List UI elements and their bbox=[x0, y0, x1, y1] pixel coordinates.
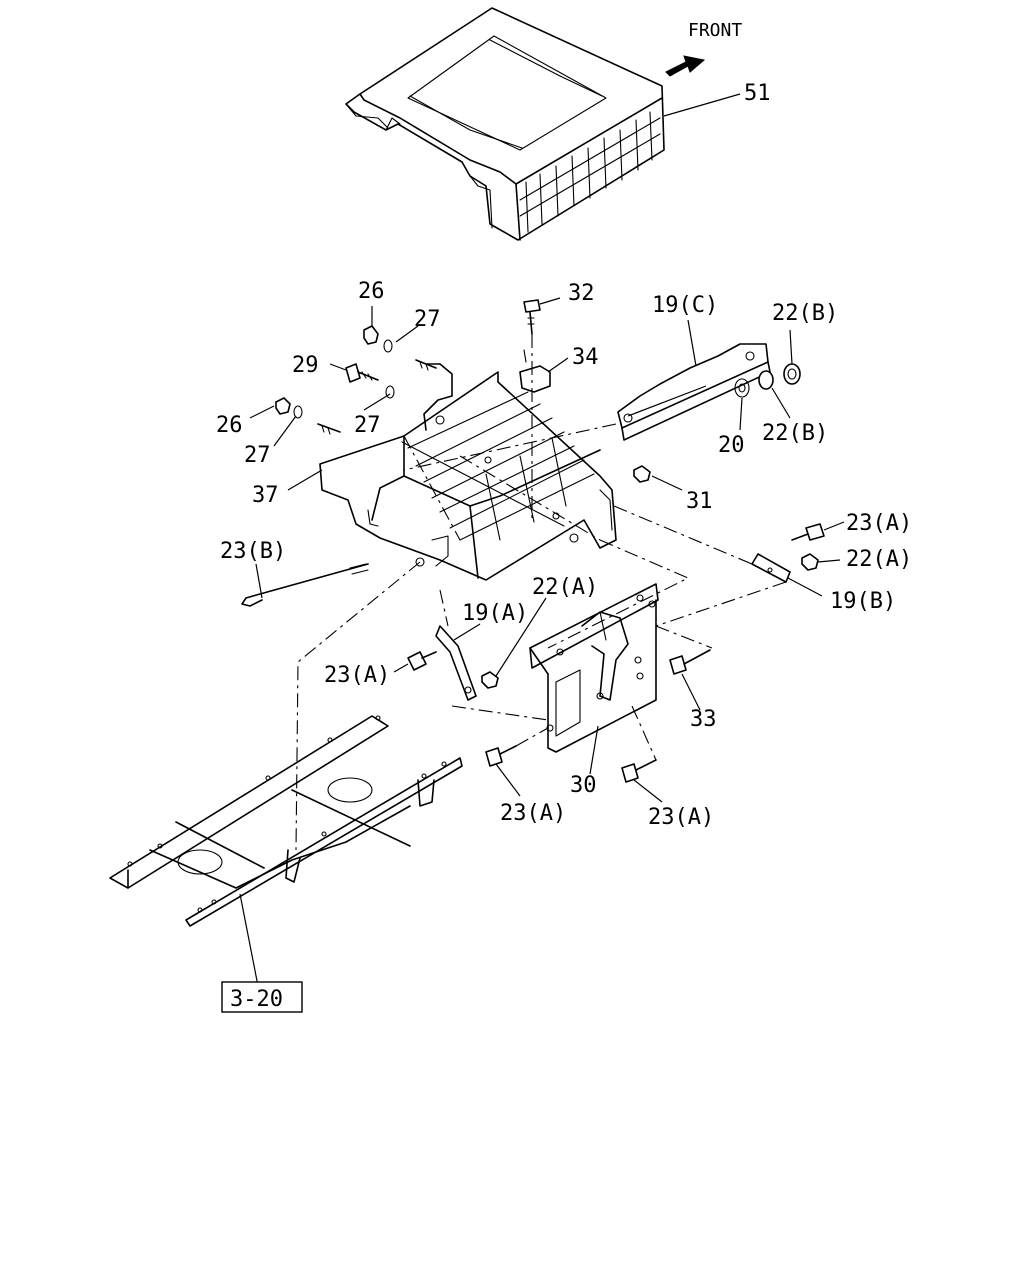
bolt-23a3-icon bbox=[485, 745, 517, 767]
bolt-23a4-icon bbox=[621, 759, 657, 783]
callout-32: 32 bbox=[568, 281, 595, 306]
callout-26-top: 26 bbox=[358, 279, 385, 304]
front-arrow-icon bbox=[665, 55, 706, 77]
front-label: FRONT bbox=[688, 20, 742, 41]
callout-22a-mid: 22(A) bbox=[532, 575, 598, 600]
callout-22a-right: 22(A) bbox=[846, 547, 912, 572]
vehicle-frame bbox=[109, 715, 463, 927]
washer-27a-icon bbox=[383, 339, 393, 353]
callout-26-left: 26 bbox=[216, 413, 243, 438]
assembly-lines bbox=[295, 423, 787, 851]
nut-31-icon bbox=[633, 465, 651, 483]
bolt-23a1-icon bbox=[791, 523, 825, 541]
bracket-19b bbox=[751, 553, 791, 583]
battery-tray bbox=[319, 363, 617, 581]
stud-left-icon bbox=[317, 423, 341, 435]
tie-rod-23b bbox=[241, 563, 369, 607]
battery-cover bbox=[345, 7, 665, 241]
callout-30: 30 bbox=[570, 773, 597, 798]
washer-27b-icon bbox=[293, 405, 303, 419]
leader-lines bbox=[239, 93, 845, 987]
nut-22a2-icon bbox=[481, 671, 499, 689]
callout-27-left: 27 bbox=[244, 443, 271, 468]
callout-33: 33 bbox=[690, 707, 717, 732]
callout-23a-bottom-left: 23(A) bbox=[500, 801, 566, 826]
callout-23a-right: 23(A) bbox=[846, 511, 912, 536]
callout-22b-top: 22(B) bbox=[772, 301, 838, 326]
washer-27c-icon bbox=[385, 385, 395, 399]
callout-27-mid: 27 bbox=[354, 413, 381, 438]
nut-22b-outer-icon bbox=[783, 363, 801, 385]
ref-box-label: 3-20 bbox=[230, 987, 283, 1012]
bracket-19a bbox=[435, 625, 477, 701]
bolt-32-icon bbox=[523, 299, 541, 335]
callout-34: 34 bbox=[572, 345, 599, 370]
bolt-33-icon bbox=[669, 649, 711, 675]
bracket-19c bbox=[617, 343, 771, 441]
nut-22b-inner-icon bbox=[758, 370, 774, 390]
bracket-34 bbox=[519, 349, 551, 393]
callout-20: 20 bbox=[718, 433, 745, 458]
callout-22b-bottom: 22(B) bbox=[762, 421, 828, 446]
callout-19a: 19(A) bbox=[462, 601, 528, 626]
callout-23a-bottom-right: 23(A) bbox=[648, 805, 714, 830]
callout-31: 31 bbox=[686, 489, 713, 514]
stud-icon bbox=[415, 359, 437, 371]
mounting-plate-30 bbox=[529, 583, 659, 753]
callout-19b: 19(B) bbox=[830, 589, 896, 614]
nut-22a1-icon bbox=[801, 553, 819, 571]
nut-26b-icon bbox=[275, 397, 291, 415]
bolt-23a2-icon bbox=[407, 651, 437, 671]
callout-51: 51 bbox=[744, 81, 771, 106]
callout-23a-left: 23(A) bbox=[324, 663, 390, 688]
callout-29: 29 bbox=[292, 353, 319, 378]
callout-19c: 19(C) bbox=[652, 293, 718, 318]
bolt-29-icon bbox=[345, 363, 379, 383]
washer-20-icon bbox=[734, 378, 750, 398]
callout-27-top: 27 bbox=[414, 307, 441, 332]
callout-23b: 23(B) bbox=[220, 539, 286, 564]
nut-26a-icon bbox=[363, 325, 379, 345]
callout-37: 37 bbox=[252, 483, 279, 508]
ref-box bbox=[221, 981, 303, 1013]
